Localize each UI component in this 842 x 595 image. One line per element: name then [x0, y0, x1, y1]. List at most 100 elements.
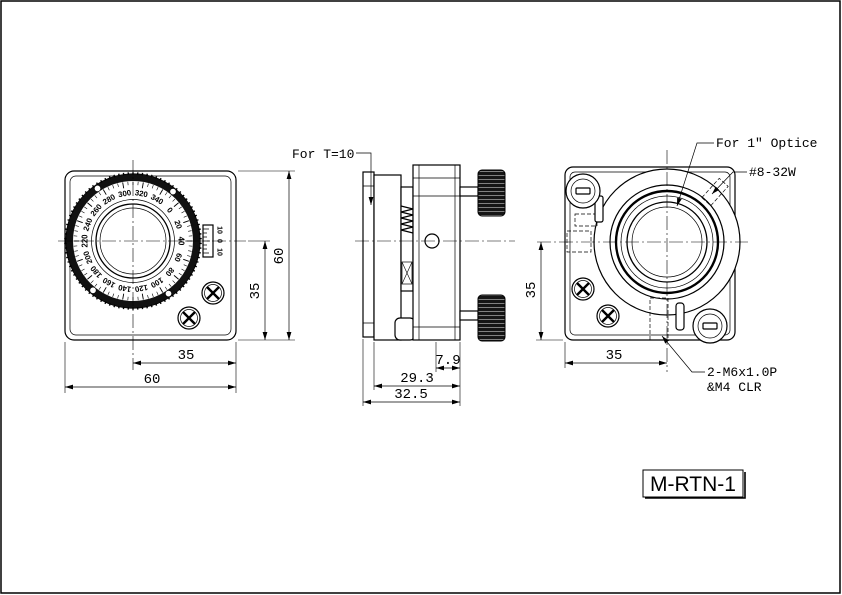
hidden-thread-left: [566, 230, 592, 253]
title-block: M-RTN-1: [642, 469, 746, 499]
front-screw-lower: [177, 306, 201, 330]
knurl-tooth: [113, 304, 116, 308]
back-screw-lower: [596, 304, 620, 328]
side-main-block-edges: [413, 165, 460, 340]
knurl-tooth: [108, 303, 111, 306]
dial-tick: [78, 264, 83, 267]
side-main-block: [412, 164, 461, 341]
dial-tick: [74, 250, 78, 252]
dial-tick: [81, 268, 85, 272]
knurl-tooth: [181, 284, 185, 288]
knurl-tooth: [81, 284, 85, 288]
knurl-tooth: [184, 198, 188, 201]
dim-center-height: 35: [248, 283, 264, 300]
leader-thread: [711, 171, 747, 195]
knurl-tooth: [95, 182, 99, 186]
knurl-tooth: [197, 223, 200, 226]
knurl-tooth: [178, 288, 182, 291]
knurl-tooth: [187, 277, 191, 281]
knurl-tooth: [95, 296, 99, 300]
dial-tick: [173, 202, 179, 207]
dial-label: 20: [172, 219, 184, 231]
dial-tick: [112, 184, 115, 189]
dial-tick: [98, 286, 102, 290]
knurl-tooth: [84, 191, 88, 194]
dial-knurl-teeth: [64, 172, 202, 310]
dial-tick: [107, 186, 110, 191]
dim-overall-height: 60: [272, 248, 288, 265]
screw-head-inner: [180, 309, 198, 327]
adjuster-lever: [675, 302, 685, 331]
knob-inner: [697, 313, 723, 339]
knurl-tooth: [70, 210, 74, 213]
dim-overall-depth: 32.5: [394, 387, 428, 403]
screw-head-inner: [204, 284, 222, 302]
dial-tick: [151, 293, 154, 298]
dial-tick: [90, 198, 94, 202]
knurl-tooth: [73, 273, 76, 277]
dial-tick: [76, 258, 83, 262]
side-adjuster-knob-bottom: [477, 294, 506, 342]
knurl-tooth: [104, 301, 107, 305]
knurl-tooth: [81, 194, 85, 198]
dial-tick: [87, 202, 93, 207]
dial-tick: [156, 291, 159, 296]
dial-tick: [173, 275, 179, 280]
knurl-tooth: [78, 281, 82, 284]
hidden-thread-8-32: [701, 177, 729, 207]
knurl-tooth: [91, 184, 95, 188]
dial-tick: [172, 198, 176, 202]
side-spring-gap: [400, 186, 414, 292]
side-view: For T=10 7.9 29.3 32.5: [292, 147, 515, 406]
phillips-cross-icon: [601, 309, 615, 323]
dial-tick: [188, 250, 192, 252]
knurl-tooth: [108, 176, 111, 179]
knob-slot: [702, 322, 718, 330]
leader-mount-holes: [661, 335, 705, 373]
dial-label: 0: [165, 206, 175, 216]
dial-tick: [122, 293, 125, 300]
side-base-tab: [394, 317, 416, 341]
knurl-tooth: [118, 173, 120, 177]
back-screw-upper: [571, 277, 595, 301]
dial-tick: [183, 215, 188, 218]
side-spring: [400, 205, 414, 234]
knurl-tooth: [195, 219, 199, 222]
dial-label: 220: [81, 234, 90, 248]
title-block-shadow: [645, 472, 746, 499]
knurl-tooth: [68, 265, 72, 268]
dial-tick: [117, 183, 119, 187]
dial-tick: [168, 283, 172, 287]
knurl-tooth: [68, 214, 72, 217]
dial-tick: [78, 215, 83, 218]
knurl-tooth: [70, 269, 74, 272]
side-pivot-pin-cross: [401, 261, 413, 285]
leader-optic: [676, 142, 714, 207]
knurl-tooth: [190, 205, 193, 209]
note-mount-holes-line1: 2-M6x1.0P: [707, 365, 777, 380]
knurl-tooth: [78, 198, 82, 201]
knurl-tooth: [192, 269, 196, 272]
dial-tick: [102, 287, 107, 293]
knurl-tooth: [150, 174, 153, 178]
back-adjuster-knob-bottom: [675, 302, 728, 344]
dial-tick: [141, 293, 144, 300]
dial-tick: [187, 225, 191, 227]
knurl-tooth: [84, 288, 88, 291]
knurl-tooth: [113, 174, 116, 178]
knurl-tooth: [171, 184, 175, 188]
knurl-tooth: [66, 256, 69, 259]
knurl-tooth: [175, 291, 178, 295]
front-screw-upper: [201, 281, 225, 305]
knurl-tooth: [100, 179, 103, 183]
dim-center-height: 35: [524, 282, 540, 299]
knurl-tooth: [159, 301, 162, 305]
dial-tick: [151, 184, 154, 189]
dial-label: 40: [177, 237, 186, 246]
dial-tick: [84, 272, 88, 276]
dial-label: 320: [134, 188, 149, 199]
knurl-tooth: [163, 299, 166, 303]
dial-tick: [147, 295, 149, 299]
